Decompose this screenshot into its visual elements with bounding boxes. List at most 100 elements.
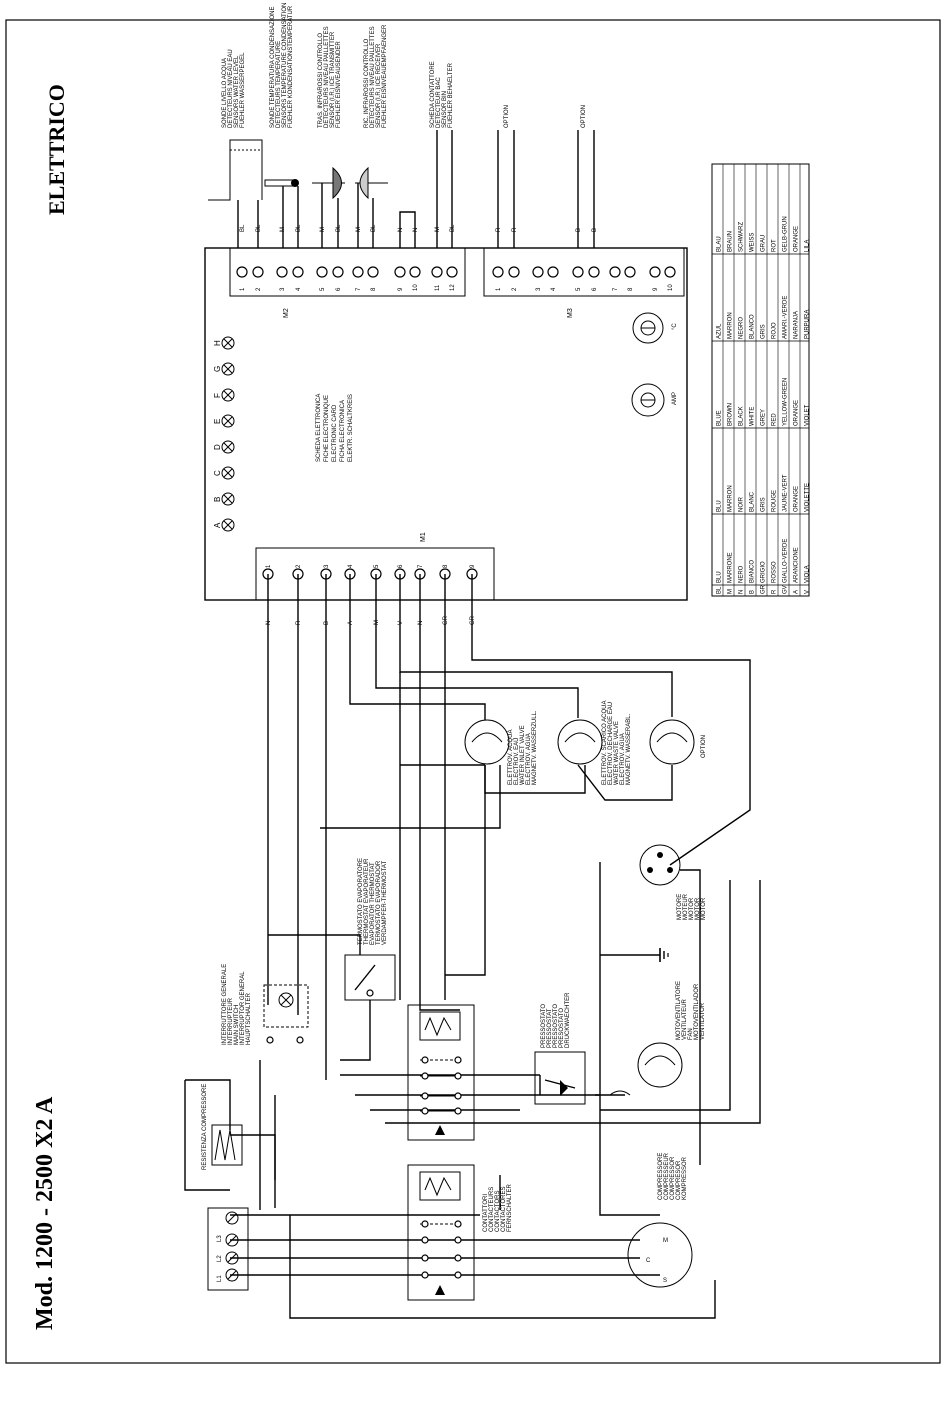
legend-cell: GIALLO-VERDE: [783, 539, 789, 583]
svg-text:L1: L1: [217, 1275, 223, 1282]
legend-cell: VIOLET: [805, 404, 811, 426]
water-valve-label: ELETTROV. ACQUA ELECTROV. EAU WATER INLE…: [508, 710, 538, 785]
water-inlet-valve: ELETTROV. ACQUA ELECTROV. EAU WATER INLE…: [464, 710, 538, 785]
svg-text:SENSOR BIN: SENSOR BIN: [442, 91, 448, 128]
m2-terminal-number: 11: [435, 284, 441, 291]
evaporator-thermostat: TERMOSTATO EVAPORATORE THERMOSTAT EVAPOR…: [344, 858, 396, 1001]
m2-terminal-number: 10: [413, 284, 419, 291]
svg-text:PRESSOSTATO: PRESSOSTATO: [541, 1004, 547, 1048]
m3-terminal: [572, 266, 584, 278]
ir-transmitter: [312, 166, 345, 248]
svg-text:°C: °C: [672, 323, 678, 330]
svg-text:COMPRESSEUR: COMPRESSEUR: [664, 1152, 670, 1200]
svg-text:SENSORS TEMPERATURE CONDENSATI: SENSORS TEMPERATURE CONDENSATION: [282, 3, 288, 128]
m2-wire-code: M: [320, 227, 326, 232]
legend-cell: GREY: [761, 409, 767, 426]
m3-terminal: [649, 266, 661, 278]
svg-text:CONTACTEURS: CONTACTEURS: [489, 1187, 495, 1232]
main-switch[interactable]: INTERRUTTORE GENERALE INTERRUPTEUR MAIN …: [222, 964, 309, 1045]
m3-terminal-number: 6: [592, 287, 598, 291]
svg-text:WATER INLET VALVE: WATER INLET VALVE: [520, 725, 526, 785]
pressure-switch: PRESSOSTATO PRESSOSTAT PRESSOSTATO PRESO…: [534, 992, 631, 1105]
compressor-label: COMPRESSORE COMPRESSEUR COMPRESSOR COMPR…: [658, 1152, 688, 1200]
svg-text:ELEKTR. SCHALTKREIS: ELEKTR. SCHALTKREIS: [348, 394, 354, 462]
status-led: D: [213, 440, 235, 454]
m2-terminal: [446, 266, 458, 278]
m1-terminal-number: 7: [418, 564, 424, 568]
m1-terminal-number: 1: [266, 564, 272, 568]
m2-wire-code: N: [413, 228, 419, 232]
crankcase-heater: RESISTENZA COMPRESSORE: [202, 1084, 243, 1170]
svg-text:MOTOVENTILATORE: MOTOVENTILATORE: [676, 981, 682, 1040]
legend-cell: GRIS: [761, 324, 767, 339]
m1-label: M1: [420, 532, 427, 542]
svg-text:TERMOSTATO EVAPORATORE: TERMOSTATO EVAPORATORE: [358, 858, 364, 945]
m2-wire-code: BL: [450, 224, 456, 232]
m3-terminal-number: 9: [653, 287, 659, 291]
svg-text:DETECTEURS NIVEAU PAILLETTES: DETECTEURS NIVEAU PAILLETTES: [324, 26, 330, 128]
legend-cell: GRAU: [761, 235, 767, 252]
svg-text:ELETTROV. SCARICO ACQUA: ELETTROV. SCARICO ACQUA: [602, 701, 608, 785]
temperature-dial[interactable]: °C: [632, 312, 678, 344]
legend-cell: BLAU: [717, 236, 723, 252]
legend-cell: ROUGE: [772, 490, 778, 512]
legend-cell: M: [728, 589, 734, 594]
svg-text:SENSOR (I.R.) ICE TRANSMITTER: SENSOR (I.R.) ICE TRANSMITTER: [330, 31, 336, 128]
jumper-9-10: [399, 211, 416, 248]
svg-text:MAGNETV. WASSERABL.: MAGNETV. WASSERABL.: [626, 713, 632, 785]
m2-terminal: [316, 266, 328, 278]
m2-label: M2: [283, 308, 290, 318]
svg-text:COMPRESSORE: COMPRESSORE: [658, 1153, 664, 1200]
legend-cell: NERO: [739, 565, 745, 583]
water-waste-valve: ELETTROV. SCARICO ACQUA ELECTROV. DECHAR…: [557, 701, 632, 785]
svg-text:CONTACTORS: CONTACTORS: [495, 1191, 501, 1232]
svg-text:DETECTEURS TEMPERATURE: DETECTEURS TEMPERATURE: [276, 41, 282, 128]
m2-wire-code: M: [435, 227, 441, 232]
contactor-2: CONTATTORI CONTACTEURS CONTACTORS CONTAC…: [407, 1164, 513, 1301]
m3-terminal-number: 3: [536, 287, 542, 291]
m1-wire-code: V: [398, 621, 404, 625]
m1-terminal-number: 4: [348, 564, 354, 568]
legend-cell: BLANC: [750, 491, 756, 512]
page-subtitle: ELETTRICO: [44, 84, 69, 215]
legend-cell: WHITE: [750, 407, 756, 426]
legend-cell: BRAUN: [728, 231, 734, 252]
gear-motor: MOTORE MOTEUR MOTOR MOTOR MOTOR: [639, 844, 707, 920]
legend-cell: WEISS: [750, 233, 756, 252]
svg-text:FICHA ELECTRONICA: FICHA ELECTRONICA: [340, 400, 346, 462]
legend-cell: ROJO: [772, 322, 778, 339]
m3-terminal: [609, 266, 621, 278]
svg-text:FUEHLER EISNIVEAUEMPFAENGER: FUEHLER EISNIVEAUEMPFAENGER: [382, 24, 388, 128]
legend-cell: GELB-GRUN: [783, 216, 789, 252]
svg-text:EVAPORATOR THERMOSTAT: EVAPORATOR THERMOSTAT: [370, 862, 376, 945]
m2-terminal-number: 4: [296, 287, 302, 291]
legend-cell: PURPURA: [805, 310, 811, 339]
water-level-sensor: [208, 139, 263, 248]
m2-terminal: [431, 266, 443, 278]
m2-terminal: [276, 266, 288, 278]
m2-wire-code: N: [398, 228, 404, 232]
m1-wire-code: N: [418, 621, 424, 625]
amp-potentiometer[interactable]: AMP: [631, 383, 678, 417]
m3-terminal-block: [483, 247, 685, 297]
m1-terminal-block: [255, 547, 495, 601]
m3-wire-code: B: [592, 228, 598, 232]
svg-text:SCHEDA CONTATTORE: SCHEDA CONTATTORE: [430, 61, 436, 128]
legend-cell: LILA: [805, 240, 811, 252]
svg-text:FUEHLER BEHAELTER: FUEHLER BEHAELTER: [448, 62, 454, 128]
svg-text:FAN: FAN: [688, 1028, 694, 1040]
legend-cell: BLUE: [717, 410, 723, 426]
svg-text:OPTION: OPTION: [701, 735, 707, 758]
legend-cell: BLANCO: [750, 314, 756, 339]
board-label: SCHEDA ELETTRONICA FICHE ELECTRONIQUE EL…: [316, 394, 354, 462]
m2-wire-code: BL: [296, 224, 302, 232]
motor-label: MOTORE MOTEUR MOTOR MOTOR MOTOR: [677, 893, 707, 920]
m2-terminal-number: 2: [256, 287, 262, 291]
m2-terminal-number: 12: [450, 284, 456, 291]
svg-text:SONDE TEMPERATURA CONDENSAZION: SONDE TEMPERATURA CONDENSAZIONE: [270, 7, 276, 128]
m1-wire-code: N: [266, 621, 272, 625]
svg-text:MOTORE: MOTORE: [677, 894, 683, 920]
m3-terminal: [664, 266, 676, 278]
svg-text:MOTOR: MOTOR: [701, 897, 707, 920]
